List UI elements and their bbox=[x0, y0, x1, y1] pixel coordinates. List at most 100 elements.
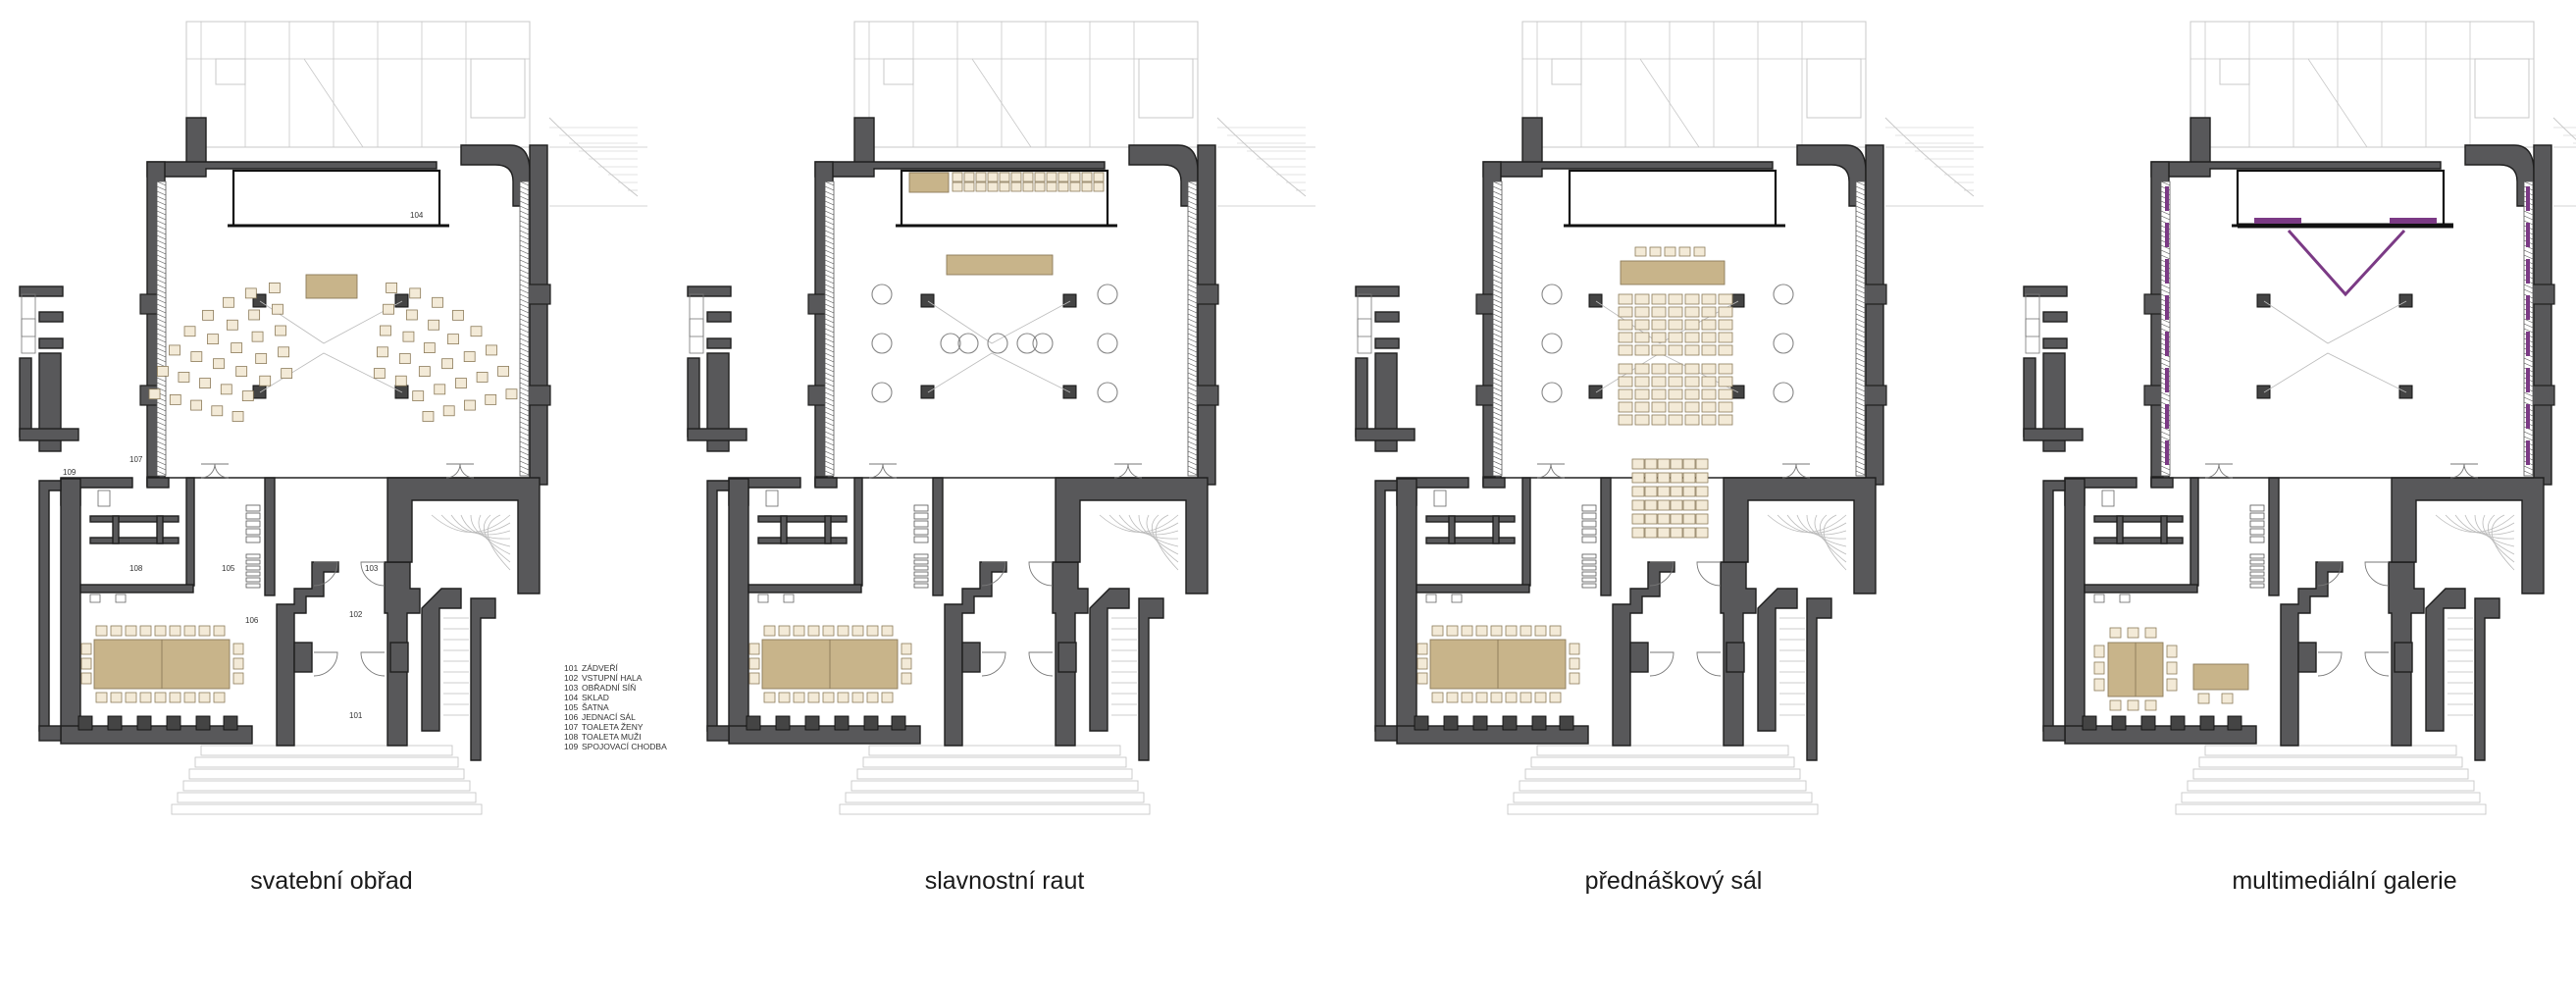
hatch bbox=[1855, 367, 1866, 373]
chair bbox=[157, 366, 169, 377]
hatch bbox=[156, 445, 167, 451]
hatch bbox=[1855, 421, 1866, 427]
window-pier bbox=[77, 715, 93, 731]
chair bbox=[1634, 319, 1650, 331]
wall bbox=[687, 357, 700, 438]
hatch bbox=[824, 190, 835, 196]
hatch bbox=[824, 440, 835, 446]
hatch bbox=[2160, 357, 2171, 363]
chair bbox=[1684, 401, 1700, 413]
context-box bbox=[1551, 58, 1582, 85]
chair bbox=[1569, 672, 1580, 685]
locker bbox=[245, 528, 261, 536]
front-step bbox=[845, 792, 1145, 803]
chair bbox=[1631, 458, 1645, 470]
hatch bbox=[519, 357, 530, 363]
chair bbox=[1618, 363, 1633, 375]
locker bbox=[2249, 571, 2265, 577]
hatch bbox=[1492, 259, 1503, 265]
projection-beam bbox=[2287, 229, 2406, 297]
hatch bbox=[824, 382, 835, 387]
hatch bbox=[1187, 460, 1198, 466]
hatch bbox=[156, 303, 167, 309]
chair bbox=[1569, 657, 1580, 670]
front-step bbox=[1524, 768, 1801, 780]
chair bbox=[402, 331, 415, 342]
hatch bbox=[824, 416, 835, 422]
chair bbox=[1701, 332, 1717, 343]
chair bbox=[1684, 376, 1700, 387]
hatch bbox=[1187, 455, 1198, 461]
locker bbox=[2249, 577, 2265, 583]
door-swing bbox=[1696, 561, 1722, 587]
chair bbox=[1678, 246, 1691, 257]
chair bbox=[851, 692, 864, 703]
chair bbox=[1644, 472, 1658, 484]
hatch bbox=[1187, 411, 1198, 417]
chair bbox=[1682, 527, 1696, 539]
chair bbox=[2144, 627, 2157, 639]
chair bbox=[1549, 692, 1562, 703]
stair-step bbox=[1819, 514, 1847, 563]
chair bbox=[232, 672, 244, 685]
window-pier bbox=[834, 715, 850, 731]
column bbox=[1062, 293, 1077, 308]
stair-step bbox=[478, 514, 511, 555]
chair bbox=[1461, 625, 1473, 637]
locker bbox=[2249, 504, 2265, 512]
chair bbox=[1684, 363, 1700, 375]
hatch bbox=[1187, 342, 1198, 348]
wall bbox=[2042, 311, 2068, 323]
hatch bbox=[1855, 357, 1866, 363]
hatch bbox=[1187, 205, 1198, 211]
table bbox=[908, 172, 950, 193]
hatch bbox=[2160, 323, 2171, 329]
hatch bbox=[2160, 391, 2171, 397]
hatch bbox=[1492, 185, 1503, 191]
hatch bbox=[2523, 210, 2534, 216]
chair bbox=[1668, 293, 1683, 305]
locker bbox=[913, 528, 929, 536]
hatched-wall-strip bbox=[1187, 181, 1198, 477]
hatch bbox=[1187, 313, 1198, 319]
chair bbox=[822, 625, 835, 637]
hatch bbox=[2160, 465, 2171, 471]
wall bbox=[1521, 477, 1531, 587]
wall bbox=[2116, 515, 2124, 544]
table bbox=[946, 254, 1054, 276]
hatch bbox=[1187, 308, 1198, 314]
locker bbox=[913, 553, 929, 559]
locker bbox=[245, 565, 261, 571]
context-box bbox=[1138, 58, 1194, 119]
locker bbox=[913, 565, 929, 571]
hatch bbox=[1187, 333, 1198, 338]
context-curve bbox=[548, 117, 639, 197]
locker bbox=[913, 520, 929, 528]
chair bbox=[2109, 699, 2122, 711]
hatch bbox=[824, 195, 835, 201]
hatch bbox=[156, 421, 167, 427]
chair bbox=[1695, 486, 1709, 497]
hatch bbox=[1855, 347, 1866, 353]
hatch bbox=[519, 259, 530, 265]
hatch bbox=[1492, 401, 1503, 407]
chair bbox=[1644, 486, 1658, 497]
pilaster bbox=[526, 385, 551, 406]
wall bbox=[1057, 642, 1077, 673]
door-swing bbox=[1550, 463, 1566, 479]
hatch bbox=[2160, 318, 2171, 324]
hatch bbox=[1492, 323, 1503, 329]
hatch bbox=[824, 377, 835, 383]
context-line bbox=[303, 58, 364, 148]
door-swing bbox=[2317, 561, 2343, 587]
stair-step bbox=[1128, 514, 1179, 540]
chair bbox=[1644, 458, 1658, 470]
front-step bbox=[839, 803, 1151, 815]
chair bbox=[1022, 172, 1034, 182]
door-swing bbox=[981, 651, 1006, 677]
chair bbox=[1081, 181, 1093, 192]
front-step bbox=[850, 780, 1139, 792]
window-pier bbox=[746, 715, 761, 731]
hatch bbox=[156, 460, 167, 466]
